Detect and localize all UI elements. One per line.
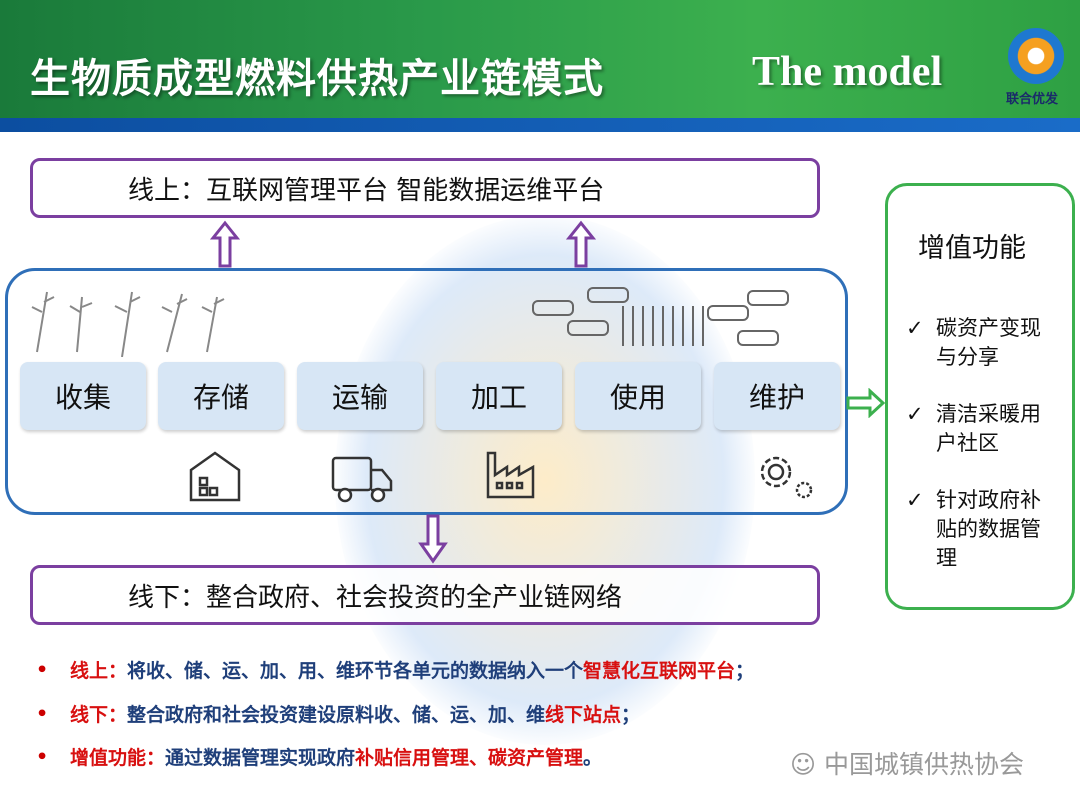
watermark: ☺ 中国城镇供热协会 <box>790 750 1025 779</box>
bullet-offline: •线下：整合政府和社会投资建设原料收、储、运、加、维线下站点； <box>36 702 641 727</box>
logo-text: 联合优发 <box>1006 92 1059 107</box>
stage-process: 加工 <box>436 362 562 430</box>
arrow-down-icon <box>418 514 448 564</box>
check-icon: ✓ <box>906 488 924 512</box>
arrow-up-icon <box>566 220 596 268</box>
stage-maintain: 维护 <box>714 362 840 430</box>
header-banner <box>0 0 1080 118</box>
value-item: ✓针对政府补贴的数据管理 <box>906 486 1061 573</box>
value-item: ✓碳资产变现与分享 <box>906 314 1061 372</box>
arrow-up-icon <box>210 220 240 268</box>
stage-collect: 收集 <box>20 362 146 430</box>
check-icon: ✓ <box>906 316 924 340</box>
bullet-value-added: •增值功能：通过数据管理实现政府补贴信用管理、碳资产管理。 <box>36 745 603 770</box>
bullet-online: •线上：将收、储、运、加、用、维环节各单元的数据纳入一个智慧化互联网平台； <box>36 658 755 683</box>
wechat-icon: ☺ <box>790 750 825 779</box>
stage-store: 存储 <box>158 362 284 430</box>
gears-icon <box>760 456 813 499</box>
header-strip <box>0 118 1080 132</box>
slide-title: 生物质成型燃料供热产业链模式 <box>30 56 604 102</box>
factory-icon <box>486 451 535 499</box>
warehouse-icon <box>189 451 241 502</box>
truck-icon <box>331 456 393 503</box>
check-icon: ✓ <box>906 402 924 426</box>
slide-title-en: The model <box>752 49 943 95</box>
value-added-box: 增值功能 ✓碳资产变现与分享 ✓清洁采暖用户社区 ✓针对政府补贴的数据管理 <box>885 183 1075 610</box>
value-added-title: 增值功能 <box>918 233 1026 264</box>
stage-transport: 运输 <box>297 362 423 430</box>
background-emblem <box>335 215 755 745</box>
stage-use: 使用 <box>575 362 701 430</box>
arrow-right-icon <box>846 388 886 418</box>
online-platform-box: 线上：互联网管理平台 智能数据运维平台 <box>30 158 820 218</box>
value-item: ✓清洁采暖用户社区 <box>906 400 1061 458</box>
company-logo-icon <box>1008 28 1064 84</box>
industry-chain-box <box>5 268 848 515</box>
heating-devices-icon <box>532 287 789 346</box>
offline-network-box: 线下：整合政府、社会投资的全产业链网络 <box>30 565 820 625</box>
crops-icon <box>31 291 225 357</box>
